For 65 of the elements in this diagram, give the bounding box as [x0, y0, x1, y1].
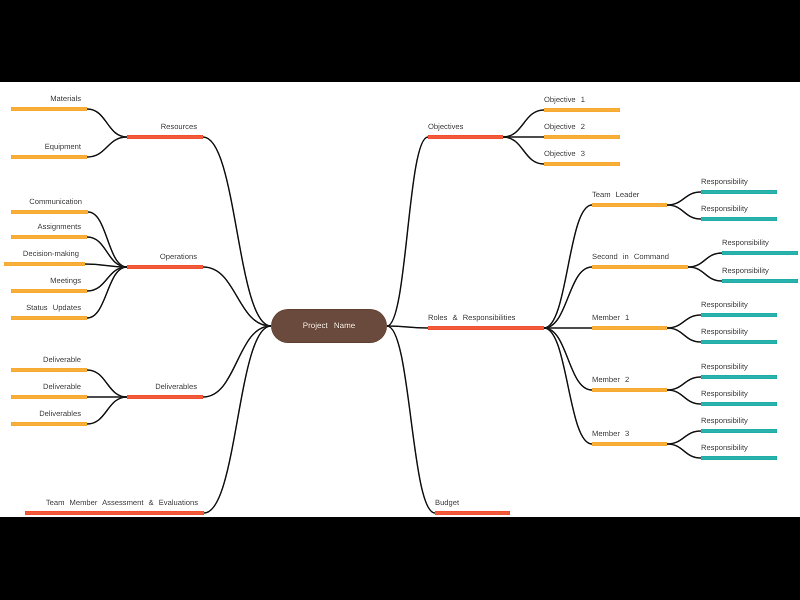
topic-node: [701, 176, 777, 194]
topic-node: [592, 374, 667, 392]
topic-node: [701, 361, 777, 379]
topic-node: [722, 237, 798, 255]
connector-line: [202, 266, 272, 327]
topic-node: [11, 221, 87, 239]
connector-line: [386, 136, 428, 327]
topic-node: [11, 302, 87, 320]
topic-node: [592, 189, 667, 207]
connector-line: [666, 191, 702, 206]
connector-line: [502, 109, 544, 138]
topic-node: [428, 312, 544, 330]
connector-line: [386, 325, 436, 514]
connector-line: [86, 108, 128, 138]
topic-node: [11, 141, 87, 159]
topic-node: [701, 203, 777, 221]
topic-node: [592, 312, 667, 330]
connector-line: [544, 204, 592, 329]
topic-node: [4, 248, 85, 266]
topic-node: [544, 148, 620, 166]
connector-line: [502, 136, 544, 165]
connector-line: [666, 204, 702, 220]
connector-line: [544, 327, 592, 445]
connector-line: [86, 136, 128, 158]
connector-line: [202, 136, 272, 327]
topic-node: [25, 497, 204, 515]
topic-node: [592, 251, 688, 269]
topic-node: [701, 415, 777, 433]
connector-line: [666, 443, 702, 459]
connector-line: [688, 266, 722, 282]
connector-line: [204, 325, 272, 514]
topic-node: [701, 442, 777, 460]
topic-node: [592, 428, 667, 446]
topic-node: [11, 408, 87, 426]
central-topic-text: Project Name: [302, 321, 356, 331]
topic-node: [701, 326, 777, 344]
connector-line: [387, 325, 428, 329]
topic-node: [701, 299, 777, 317]
central-topic: [271, 309, 387, 343]
connector-line: [84, 263, 128, 268]
topic-node: [701, 388, 777, 406]
topic-node: [11, 196, 88, 214]
connector-line: [86, 396, 128, 425]
connector-line: [86, 266, 128, 319]
topic-node: [544, 94, 620, 112]
connector-line: [666, 389, 702, 405]
topic-node: [11, 354, 87, 372]
connector-line: [544, 327, 592, 391]
connector-line: [666, 327, 702, 343]
topic-node: [127, 121, 203, 139]
connector-line: [688, 252, 722, 268]
topic-node: [435, 497, 510, 515]
connector-line: [666, 430, 702, 445]
topic-node: [11, 93, 87, 111]
topic-node: [11, 381, 87, 399]
topic-node: [428, 121, 503, 139]
topic-node: [127, 251, 203, 269]
connector-line: [544, 266, 592, 329]
connector-line: [86, 369, 128, 398]
connector-line: [666, 376, 702, 391]
topic-node: [11, 275, 87, 293]
topic-node: [544, 121, 620, 139]
topic-node: [127, 381, 203, 399]
topic-node: [722, 265, 798, 283]
connector-line: [666, 314, 702, 329]
